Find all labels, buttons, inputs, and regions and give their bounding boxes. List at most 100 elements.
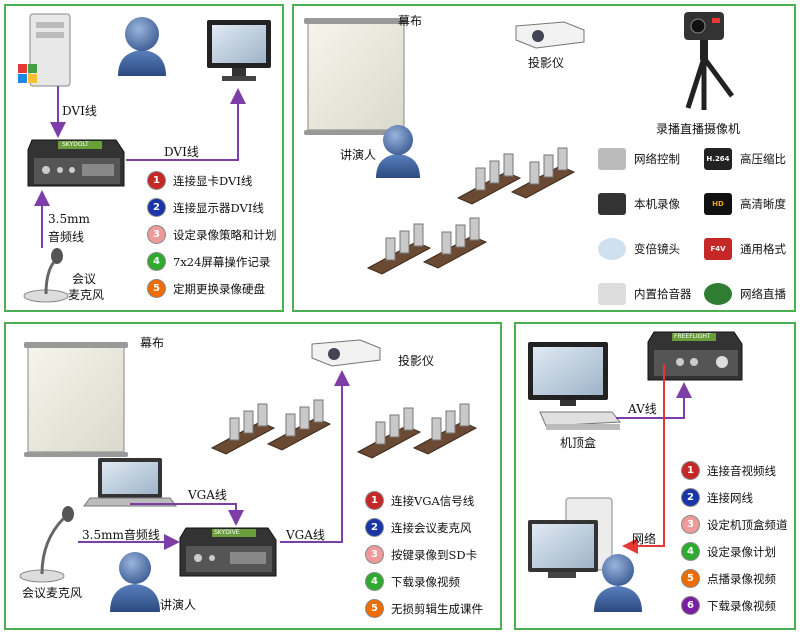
- screen-label: 幕布: [398, 14, 423, 28]
- settop-box-icon: [539, 411, 621, 430]
- presenter-label: 讲演人: [340, 148, 377, 162]
- step-text: 无损剪辑生成课件: [391, 601, 483, 616]
- chair: [285, 413, 296, 437]
- step-text: 连接网线: [707, 490, 753, 505]
- presenter-label: 讲演人: [160, 598, 197, 612]
- feature-label: 高清晰度: [740, 197, 786, 211]
- chair: [403, 407, 414, 431]
- step-number-badge: 4: [366, 573, 383, 590]
- vga-cable-label: VGA线: [286, 528, 325, 542]
- settop-box-label: 机顶盒: [560, 436, 597, 450]
- audience-desks-icon: [210, 399, 478, 459]
- recorder-device-icon: [179, 527, 277, 577]
- chair: [455, 224, 466, 248]
- microphone-icon: [23, 248, 69, 303]
- dvi-cable-label: DVI线: [62, 104, 97, 118]
- step-text: 连接VGA信号线: [391, 493, 475, 508]
- step-text: 设定机顶盒频道: [707, 517, 788, 532]
- chair: [399, 230, 410, 254]
- chair: [375, 421, 386, 445]
- chair: [503, 153, 514, 177]
- step-text: 连接音视频线: [707, 463, 776, 478]
- microphone-icon: [598, 283, 626, 305]
- usb-cable-icon: [598, 148, 626, 170]
- feature-label: 网络控制: [634, 152, 680, 166]
- tv-monitor-icon: [528, 342, 608, 406]
- user-avatar-icon: [594, 554, 642, 612]
- desk: [456, 171, 522, 205]
- step-number-badge: 1: [366, 492, 383, 509]
- feature-label: 网络直播: [740, 287, 786, 301]
- chair: [543, 154, 554, 178]
- chair: [489, 160, 500, 184]
- vga-cable-label: VGA线: [188, 488, 227, 502]
- step-text: 下载录像视频: [707, 598, 776, 613]
- step-number-badge: 3: [682, 516, 699, 533]
- presenter-avatar-icon: [110, 552, 160, 612]
- feature-item: 网络直播: [704, 283, 786, 305]
- audio-cable-label: 3.5mm: [48, 212, 90, 226]
- chair: [469, 217, 480, 241]
- step-text: 连接显示器DVI线: [173, 200, 264, 215]
- av-cable-label: AV线: [628, 402, 657, 416]
- chair: [475, 167, 486, 191]
- av-arrow: [616, 382, 692, 419]
- recorder-brand: FREEFLIGHT: [674, 333, 711, 340]
- mic-label: 会议: [72, 272, 97, 286]
- projection-screen-icon: [304, 18, 408, 135]
- workstation-computer-icon: [528, 497, 613, 578]
- camera-tripod-icon: [684, 12, 735, 110]
- monitor-icon: [207, 20, 271, 81]
- network-label: 网络: [632, 532, 657, 546]
- flash-f4v-icon: F4V: [704, 238, 732, 260]
- dvi-cable-label: DVI线: [164, 145, 199, 159]
- screen-label: 幕布: [140, 336, 165, 350]
- step-number-badge: 4: [148, 253, 165, 270]
- projector-label: 投影仪: [398, 354, 435, 368]
- desk: [422, 235, 488, 269]
- projector-label: 投影仪: [528, 56, 565, 70]
- vga-arrow-laptop: [130, 503, 244, 526]
- audience-desks-icon: [366, 147, 576, 275]
- step-number-badge: 2: [682, 489, 699, 506]
- audio-cable-label: 3.5mm音频线: [82, 528, 160, 542]
- step-item: 4 下载录像视频: [366, 573, 460, 590]
- step-text: 设定录像策略和计划: [173, 227, 277, 242]
- vga-arrow-projector: [280, 370, 350, 543]
- step-item: 1 连接VGA信号线: [366, 492, 474, 509]
- step-number-badge: 5: [148, 280, 165, 297]
- step-number-badge: 6: [682, 597, 699, 614]
- presenter-avatar-icon: [376, 125, 420, 178]
- audio-cable-label: 音频线: [48, 230, 85, 244]
- step-item: 5 点播录像视频: [682, 570, 776, 587]
- recorder-brand: SKYDOLT: [62, 141, 89, 148]
- chair: [385, 237, 396, 261]
- feature-label: 变倍镜头: [634, 242, 680, 256]
- chair: [445, 410, 456, 434]
- zoom-camera-icon: [598, 238, 626, 260]
- step-text: 下载录像视频: [391, 574, 460, 589]
- step-number-badge: 5: [366, 600, 383, 617]
- recorder-brand: SKYDIVE: [214, 529, 240, 536]
- chair: [441, 231, 452, 255]
- pc-tower-icon: [18, 13, 71, 87]
- user-avatar-icon: [118, 17, 166, 76]
- globe-icon: [704, 283, 732, 305]
- step-number-badge: 1: [148, 172, 165, 189]
- step-item: 3 设定机顶盒频道: [682, 516, 788, 533]
- step-text: 点播录像视频: [707, 571, 776, 586]
- step-text: 连接会议麦克风: [391, 520, 472, 535]
- step-item: 2 连接显示器DVI线: [148, 199, 264, 216]
- mic-label: 会议麦克风: [22, 586, 83, 600]
- step-number-badge: 5: [682, 570, 699, 587]
- projector-icon: [515, 21, 585, 49]
- step-number-badge: 2: [148, 199, 165, 216]
- step-item: 2 连接网线: [682, 489, 753, 506]
- step-item: 5 无损剪辑生成课件: [366, 600, 483, 617]
- feature-item: 内置拾音器: [598, 283, 692, 305]
- h264-icon: H.264: [704, 148, 732, 170]
